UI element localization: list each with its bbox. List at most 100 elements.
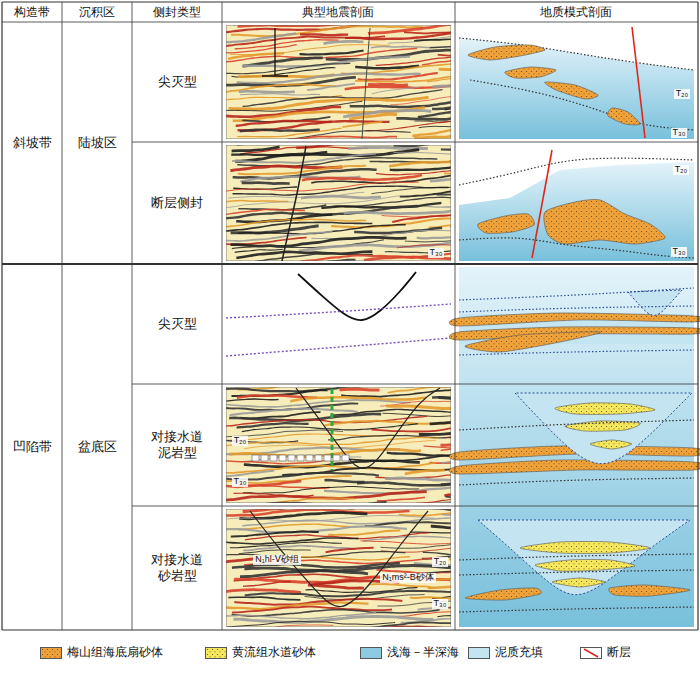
seismic-reflector bbox=[226, 95, 342, 100]
seismic-reflector bbox=[355, 75, 451, 82]
channel-sand-body bbox=[590, 440, 632, 449]
model-background bbox=[459, 145, 694, 261]
legend-text: 黄流组水道砂体 bbox=[232, 644, 316, 661]
seismic-reflector bbox=[436, 194, 451, 196]
horizon-line bbox=[459, 420, 694, 430]
seismic-reflector bbox=[418, 111, 451, 117]
table-cell: 沉积区 bbox=[64, 5, 130, 20]
horizon-line bbox=[226, 304, 451, 318]
seismic-reflector bbox=[325, 421, 451, 426]
seismic-reflector bbox=[321, 203, 441, 208]
channel-sand-body bbox=[520, 541, 650, 553]
seismic-reflector bbox=[360, 541, 451, 544]
dot-texture bbox=[41, 648, 61, 658]
log-cell bbox=[261, 455, 268, 461]
horizon-label: T₃₀ bbox=[671, 128, 688, 138]
fan-sand-body bbox=[609, 585, 690, 596]
horizon-line bbox=[226, 338, 451, 356]
seismic-reflector bbox=[245, 591, 451, 596]
table-rule bbox=[2, 22, 698, 23]
seismic-reflector bbox=[240, 94, 320, 95]
legend-item: 泥质充填 bbox=[468, 644, 543, 661]
seismic-frame bbox=[226, 387, 451, 503]
table-cell: 典型地震剖面 bbox=[238, 5, 438, 20]
legend-line-sample bbox=[580, 647, 602, 659]
horizon-label: T₂₀ bbox=[232, 436, 249, 446]
seismic-reflector bbox=[423, 446, 451, 448]
seismic-reflector bbox=[438, 616, 451, 617]
seismic-reflector bbox=[349, 114, 397, 119]
channel-outline bbox=[296, 388, 440, 468]
horizon-line bbox=[459, 38, 694, 70]
horizon-label: T₂₀ bbox=[674, 89, 691, 99]
seismic-reflector bbox=[233, 107, 425, 120]
seismic-reflector bbox=[445, 496, 451, 499]
mud-channel bbox=[478, 520, 690, 595]
table-rule bbox=[132, 384, 698, 385]
legend-text: 断层 bbox=[607, 644, 631, 661]
seismic-section bbox=[226, 25, 451, 139]
channel-sand-body bbox=[555, 403, 655, 415]
seismic-frame bbox=[226, 509, 451, 627]
table-grid bbox=[2, 2, 698, 630]
mud-channel bbox=[515, 393, 692, 464]
log-cell bbox=[252, 455, 259, 461]
seismic-reflector bbox=[233, 186, 449, 195]
seismic-reflector bbox=[324, 486, 451, 493]
seismic-reflector bbox=[226, 182, 419, 192]
seismic-reflector bbox=[419, 434, 451, 435]
seismic-reflector bbox=[236, 214, 332, 222]
fan-sand-body bbox=[545, 82, 598, 99]
table-cell: 对接水道砂岩型 bbox=[147, 552, 207, 585]
seismic-reflector bbox=[226, 399, 279, 401]
table-rule bbox=[455, 2, 456, 630]
table-rule bbox=[2, 629, 698, 630]
horizon-line bbox=[459, 570, 694, 575]
fan-sand-body bbox=[478, 214, 535, 234]
seismic-reflector bbox=[441, 148, 451, 150]
seismic-reflector bbox=[385, 478, 451, 481]
seismic-reflector bbox=[369, 584, 433, 587]
horizon-line bbox=[459, 288, 694, 300]
seismic-reflector bbox=[230, 45, 390, 55]
seismic-reflector bbox=[334, 197, 451, 206]
seismic-reflector bbox=[237, 395, 317, 397]
seismic-reflector bbox=[228, 434, 396, 440]
seismic-section bbox=[226, 509, 451, 627]
table-rule bbox=[222, 2, 223, 630]
seismic-reflector bbox=[390, 167, 451, 170]
horizon-label: N₁ms²-B砂体 bbox=[380, 573, 436, 583]
seismic-reflector bbox=[233, 616, 433, 622]
horizon-label: T₃₀ bbox=[232, 477, 249, 487]
model-background bbox=[459, 25, 694, 139]
table-rule bbox=[1, 2, 2, 630]
seismic-reflector bbox=[431, 526, 451, 528]
seismic-reflector bbox=[226, 45, 297, 53]
table-cell: 尖灭型 bbox=[137, 316, 217, 332]
fan-sand-body bbox=[449, 460, 700, 474]
legend-text: 梅山组海底扇砂体 bbox=[67, 644, 163, 661]
table-rule bbox=[132, 2, 133, 630]
seismic-reflector bbox=[340, 388, 380, 392]
seismic-reflector bbox=[423, 552, 451, 555]
seismic-reflector bbox=[239, 550, 311, 554]
seismic-reflector bbox=[229, 136, 397, 139]
table-cell: 侧封类型 bbox=[134, 5, 220, 20]
horizon-label: T₃₀ bbox=[671, 247, 688, 257]
table-rule bbox=[2, 263, 698, 265]
seismic-reflector bbox=[345, 85, 451, 89]
seismic-reflector bbox=[226, 200, 288, 201]
table-cell: 斜坡带 bbox=[7, 135, 57, 151]
seismic-reflector bbox=[226, 492, 427, 502]
seismic-reflector bbox=[226, 48, 417, 62]
seismic-reflector bbox=[412, 129, 451, 136]
seismic-reflector bbox=[227, 621, 395, 627]
seismic-reflector bbox=[376, 170, 451, 175]
fault-sample bbox=[584, 649, 598, 657]
legend-swatch bbox=[468, 647, 490, 659]
seismic-reflector bbox=[445, 436, 451, 437]
log-cell bbox=[279, 455, 286, 461]
seismic-reflector bbox=[376, 56, 451, 65]
